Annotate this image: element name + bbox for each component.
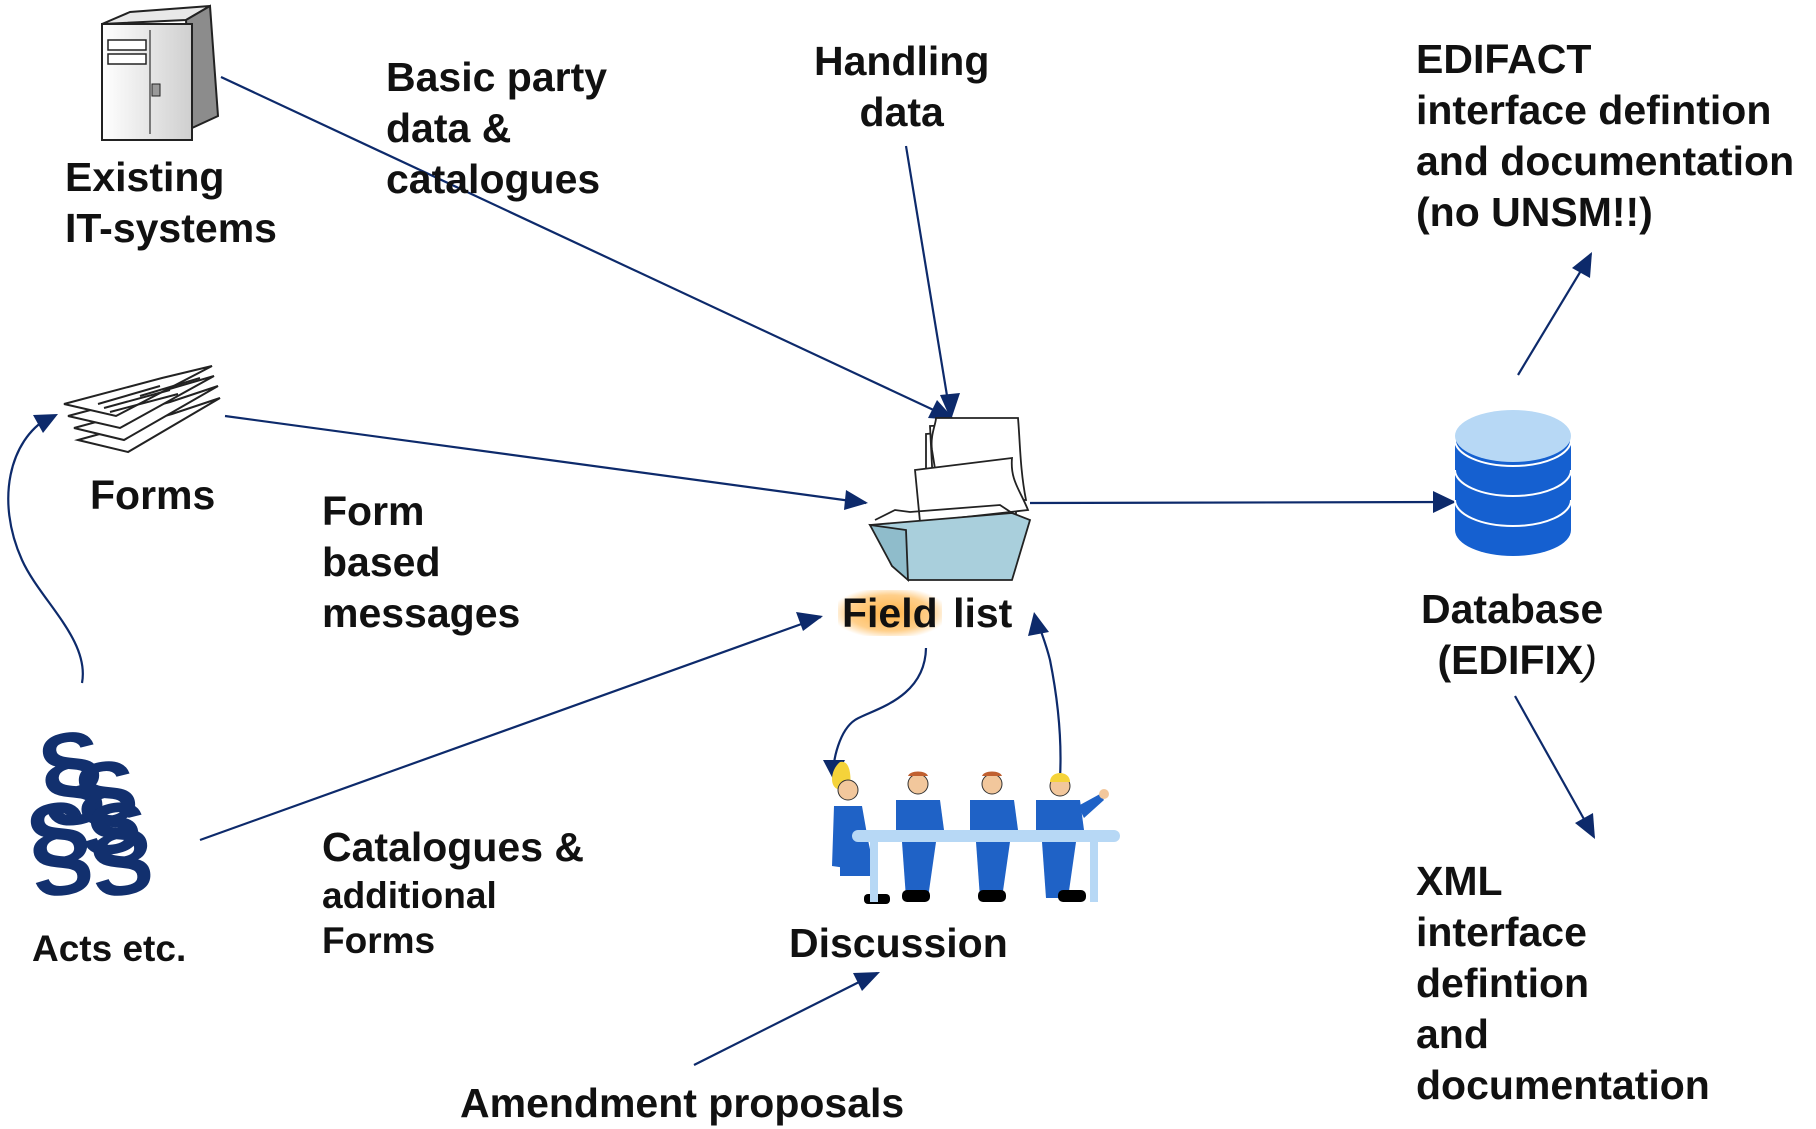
discussion-label: Discussion — [789, 920, 1008, 966]
table-leg-right — [1090, 842, 1098, 902]
edifact-line-3: and documentation — [1416, 138, 1795, 184]
arrow-server-to-fieldlist — [220, 76, 956, 421]
arrow-handling-to-fieldlist — [904, 145, 953, 421]
arrow-database-to-edifact — [1517, 253, 1592, 376]
acts-label: Acts etc. — [32, 928, 187, 969]
basic-party-line-2: data & — [386, 105, 512, 151]
edifact-line-4: (no UNSM!!) — [1416, 189, 1653, 235]
existing-systems-line-1: Existing — [65, 154, 225, 200]
arrow-forms-to-fieldlist — [224, 414, 867, 505]
paragraph-icon: § § § § — [19, 706, 160, 912]
xml-line-1: XML — [1416, 858, 1503, 904]
field-list-highlight: Field — [838, 590, 942, 636]
database-line-1: Database — [1421, 586, 1604, 632]
arrowhead-xml — [1575, 813, 1595, 839]
existing-systems-label: Existing IT-systems — [65, 152, 277, 254]
form-based-line-3: messages — [322, 590, 521, 636]
arrowhead-handling — [940, 393, 960, 420]
folder-icon — [868, 417, 1032, 583]
catalogues-line-2: additional — [322, 875, 497, 916]
arrowhead-database — [1433, 491, 1456, 513]
database-line-2-text: (EDIFIX — [1437, 637, 1584, 683]
arrow-database-to-xml — [1514, 695, 1595, 838]
arrowhead-acts-forms — [33, 414, 58, 433]
arrow-acts-to-forms — [7, 417, 84, 684]
edifact-label: EDIFACT interface defintion and document… — [1416, 34, 1794, 238]
person-3 — [970, 771, 1018, 902]
xml-line-4: and — [1416, 1011, 1489, 1057]
catalogues-line-3: Forms — [322, 920, 436, 961]
arrowheads — [33, 252, 1595, 991]
arrow-discussion-to-fieldlist — [1034, 616, 1062, 779]
database-line-2-suffix: ) — [1583, 637, 1597, 683]
database-label: Database (EDIFIX) — [1421, 584, 1603, 686]
forms-icon — [63, 365, 221, 454]
edifact-line-1: EDIFACT — [1416, 36, 1592, 82]
people-icon — [832, 761, 1120, 904]
arrowhead-forms — [844, 490, 868, 510]
forms-label: Forms — [90, 472, 216, 518]
database-line-2: (EDIFIX) — [1421, 635, 1603, 686]
arrowhead-discussion-fieldlist — [1028, 612, 1049, 636]
arrowhead-server — [928, 400, 955, 420]
field-list-rest: list — [941, 590, 1013, 636]
xml-line-5: documentation — [1416, 1062, 1710, 1108]
field-list-label: Field list — [838, 588, 1012, 639]
person-2 — [896, 771, 944, 902]
arrowhead-discussion — [853, 972, 880, 991]
xml-label: XML interface defintion and documentatio… — [1416, 856, 1710, 1111]
database-icon — [1454, 410, 1572, 556]
catalogues-line-1: Catalogues & — [322, 824, 584, 870]
arrow-acts-to-fieldlist — [199, 615, 822, 842]
table-top — [852, 830, 1120, 842]
handling-data-line-1: Handling — [814, 38, 990, 84]
arrow-fieldlist-to-discussion — [832, 647, 928, 777]
arrowhead-edifact — [1572, 252, 1592, 278]
catalogues-additional-label: Catalogues & additional Forms — [322, 822, 584, 963]
existing-systems-line-2: IT-systems — [65, 205, 277, 251]
form-based-line-1: Form — [322, 488, 425, 534]
basic-party-line-1: Basic party — [386, 54, 608, 100]
table-leg-left — [870, 842, 878, 902]
edifact-line-2: interface defintion — [1416, 87, 1772, 133]
handling-data-label: Handling data — [814, 36, 989, 138]
amendment-proposals-label: Amendment proposals — [460, 1080, 905, 1126]
arrowhead-acts — [796, 612, 823, 631]
server-icon — [101, 4, 220, 141]
person-4 — [1036, 773, 1109, 902]
arrows — [7, 76, 1595, 1066]
xml-line-2: interface — [1416, 909, 1587, 955]
basic-party-line-3: catalogues — [386, 156, 601, 202]
form-based-label: Form based messages — [322, 486, 520, 639]
arrow-fieldlist-to-database — [1029, 500, 1455, 505]
xml-line-3: defintion — [1416, 960, 1590, 1006]
handling-data-line-2: data — [859, 89, 944, 135]
basic-party-label: Basic party data & catalogues — [386, 52, 607, 205]
arrow-amendment-to-discussion — [693, 972, 878, 1066]
form-based-line-2: based — [322, 539, 441, 585]
